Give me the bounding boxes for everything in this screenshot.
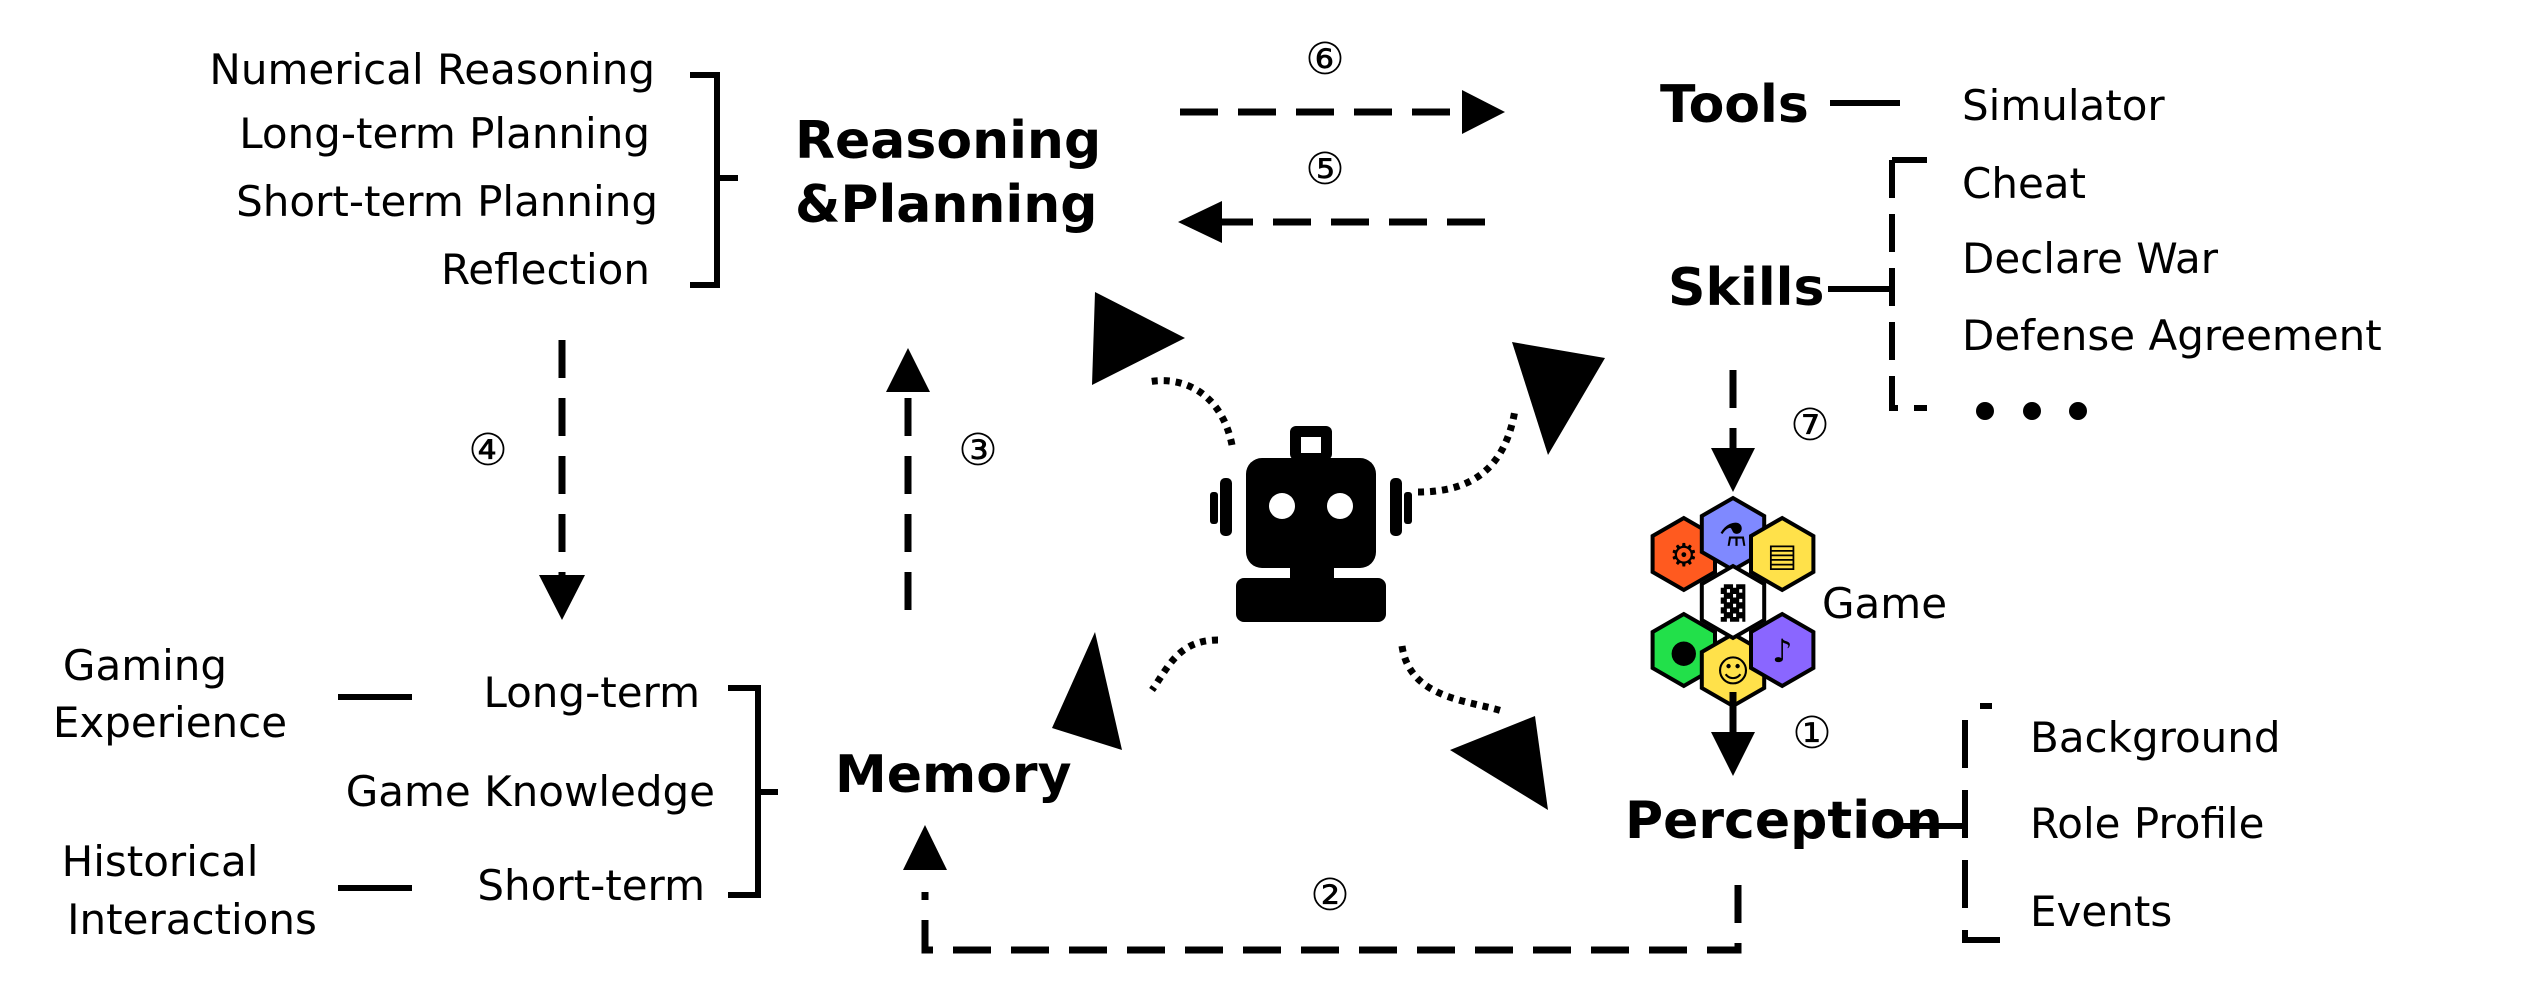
arrow-step-7 — [1711, 370, 1755, 492]
arrow-step-3 — [886, 348, 930, 610]
planning-bracket — [690, 72, 738, 288]
skills-item-cheat: Cheat — [1962, 159, 2086, 208]
robot-arrow-to-planning — [1092, 292, 1236, 446]
reasoning-planning-title-line2: &Planning — [795, 175, 1097, 235]
step-6-label: ⑥ — [1305, 34, 1344, 85]
perception-item-role-profile: Role Profile — [2030, 799, 2264, 848]
music-note-icon: ♪ — [1772, 632, 1792, 670]
perception-item-background: Background — [2030, 713, 2281, 762]
skills-item-defense-agreement: Defense Agreement — [1962, 311, 2382, 360]
step-4-label: ④ — [468, 425, 507, 476]
step-3-label: ③ — [958, 425, 997, 476]
planning-item-numerical-reasoning: Numerical Reasoning — [209, 45, 655, 94]
robot-arrow-to-memory — [1052, 632, 1219, 750]
gaming-experience-line2: Experience — [53, 698, 287, 747]
memory-short-term: Short-term — [477, 861, 705, 910]
skills-item-declare-war: Declare War — [1962, 234, 2219, 283]
arrow-step-4 — [539, 340, 585, 620]
arrow-step-1 — [1711, 692, 1755, 776]
gear-icon: ⚙ — [1669, 536, 1698, 574]
historical-interactions-line2: Interactions — [67, 895, 317, 944]
memory-game-knowledge: Game Knowledge — [346, 767, 715, 816]
skills-ellipsis-icon — [1976, 402, 2087, 420]
game-hex-tile — [1699, 563, 1767, 641]
planning-item-short-term-planning: Short-term Planning — [236, 177, 658, 226]
step-7-label: ⑦ — [1790, 400, 1829, 451]
step-5-label: ⑤ — [1305, 144, 1344, 195]
planning-item-long-term-planning: Long-term Planning — [239, 109, 650, 158]
planning-item-reflection: Reflection — [441, 245, 650, 294]
game-title: Game — [1822, 579, 1947, 628]
historical-interactions-line1: Historical — [62, 837, 259, 886]
apple-icon: ● — [1670, 632, 1698, 670]
memory-long-term: Long-term — [483, 668, 700, 717]
perception-item-events: Events — [2030, 887, 2172, 936]
memory-bracket — [728, 685, 778, 898]
city-icon: ▓ — [1721, 584, 1746, 622]
tools-item-simulator: Simulator — [1962, 81, 2165, 130]
skills-title: Skills — [1668, 258, 1824, 318]
robot-agent-icon — [1210, 426, 1412, 622]
arrow-step-6 — [1180, 90, 1505, 134]
perception-bracket — [1962, 703, 2000, 943]
skills-bracket — [1889, 157, 1927, 411]
robot-arrow-to-skills — [1417, 342, 1605, 496]
flask-icon: ⚗ — [1719, 516, 1748, 554]
gold-bars-icon: ▤ — [1767, 536, 1797, 574]
perception-title: Perception — [1625, 791, 1943, 851]
game-hex-tile — [1650, 515, 1717, 593]
memory-title: Memory — [835, 745, 1071, 805]
tools-title: Tools — [1660, 75, 1809, 135]
step-1-label: ① — [1792, 708, 1831, 759]
robot-arrow-to-perception — [1398, 645, 1548, 810]
step-2-label: ② — [1310, 870, 1349, 921]
smiley-icon: ☺ — [1716, 652, 1749, 690]
gaming-experience-line1: Gaming — [63, 641, 227, 690]
game-hex-tile — [1749, 611, 1816, 689]
reasoning-planning-title-line1: Reasoning — [795, 111, 1101, 171]
game-icon: ⚙ ⚗ ▤ ● ☺ ♪ ▓ — [1650, 495, 1816, 709]
game-hex-tile — [1749, 515, 1816, 593]
arrow-step-2 — [903, 825, 1742, 954]
arrow-step-5 — [1178, 201, 1485, 243]
